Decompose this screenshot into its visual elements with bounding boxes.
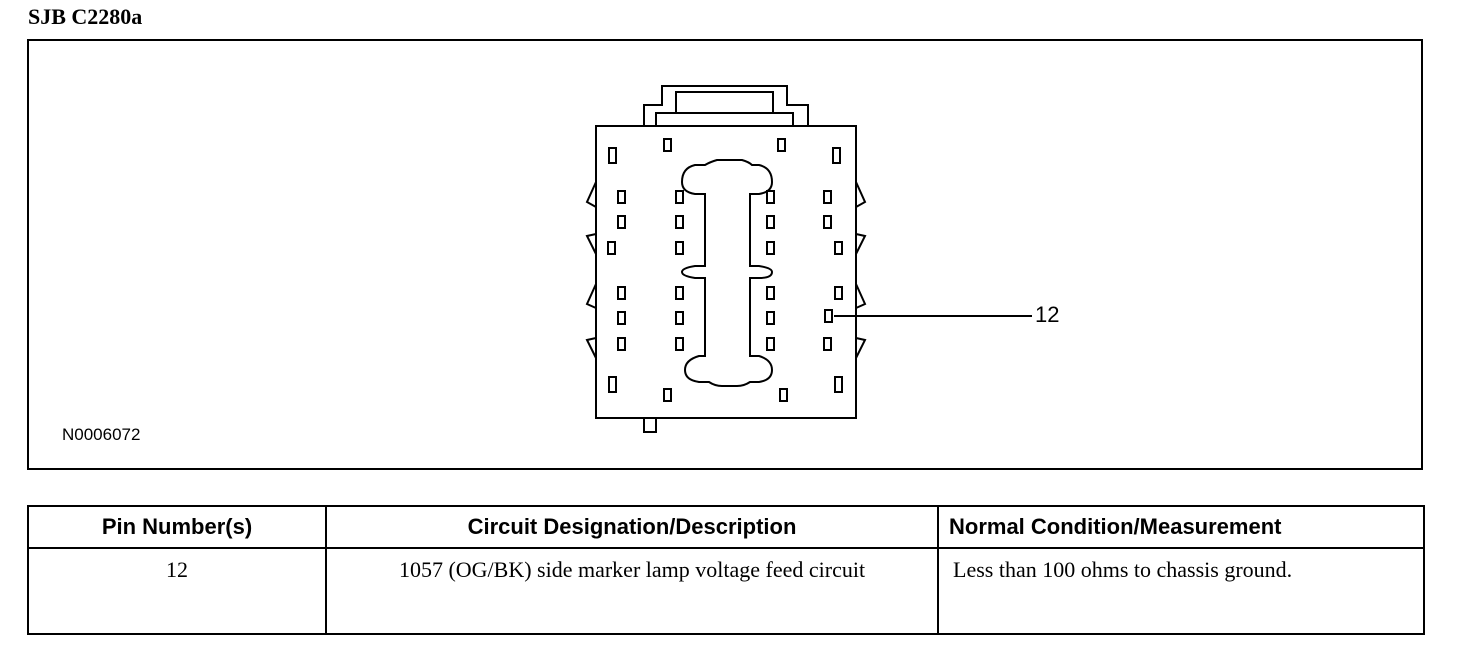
connector-latch (643, 85, 809, 126)
pin-table: Pin Number(s) Circuit Designation/Descri… (27, 505, 1425, 635)
header-pin-number: Pin Number(s) (27, 505, 327, 549)
cell-circuit-description: 1057 (OG/BK) side marker lamp voltage fe… (325, 547, 939, 635)
pin-cavities (607, 138, 843, 402)
figure-code: N0006072 (62, 425, 141, 444)
connector-key-outline (680, 159, 774, 387)
cell-pin-number: 12 (27, 547, 327, 635)
pin-12-callout-label: 12 (1035, 302, 1060, 327)
connector-bottom-tab (643, 417, 657, 433)
connector-face-diagram (585, 85, 1032, 433)
table-header-row: Pin Number(s) Circuit Designation/Descri… (27, 505, 1425, 549)
side-latches (585, 181, 867, 359)
pin-12-cavity (824, 309, 833, 323)
page-title: SJB C2280a (28, 4, 143, 29)
connector-figure: 12 N0006072 (27, 39, 1423, 470)
table-row: 12 1057 (OG/BK) side marker lamp voltage… (27, 547, 1425, 635)
connector-body (595, 125, 857, 419)
header-normal-condition: Normal Condition/Measurement (937, 505, 1425, 549)
cell-normal-condition: Less than 100 ohms to chassis ground. (937, 547, 1425, 635)
header-circuit-description: Circuit Designation/Description (325, 505, 939, 549)
